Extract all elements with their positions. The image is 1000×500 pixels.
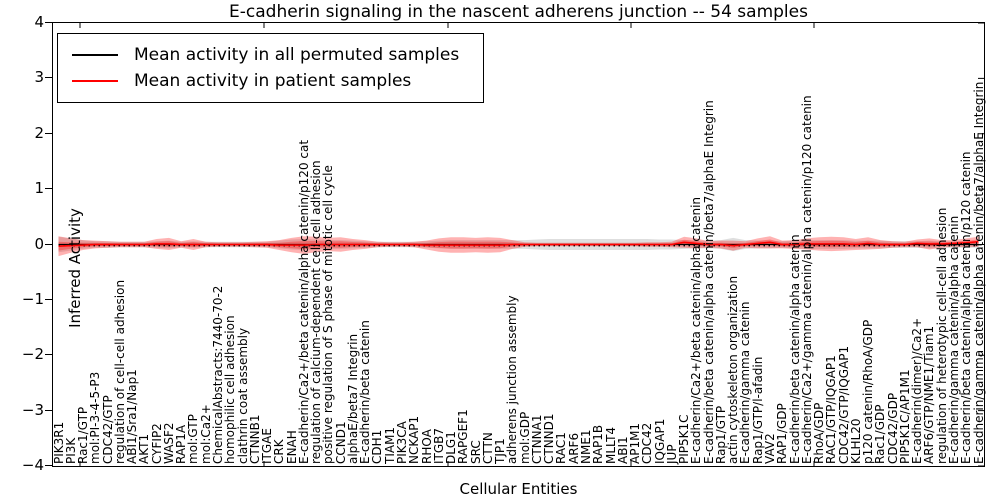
- x-tick-label: homophilic cell adhesion: [223, 315, 238, 464]
- y-tick-label: −2: [21, 345, 44, 364]
- x-tick-label: CDH1: [370, 429, 385, 464]
- patient-line-sample: [72, 80, 118, 82]
- x-tick-label: E-cadherin/gamma catenin/alpha catenin/b…: [971, 81, 986, 464]
- x-tick-label: ABI1: [615, 436, 630, 464]
- legend: Mean activity in all permuted samples Me…: [57, 33, 485, 103]
- y-axis-label: Inferred Activity: [66, 208, 84, 328]
- x-tick-label: RAC1/GTP/IQGAP1: [824, 355, 839, 464]
- x-tick-label: mol:GDP: [517, 411, 532, 464]
- x-tick-label: regulation of heterotypic cell-cell adhe…: [934, 207, 949, 464]
- x-tick-label: clathrin coat assembly: [235, 327, 250, 464]
- x-tick-label: SRC: [468, 440, 483, 464]
- x-tick-label: ITGB7: [431, 427, 446, 464]
- x-tick-label: ARF6/GTP/NME1/Tiam1: [922, 325, 937, 464]
- y-tick-mark: [45, 188, 52, 190]
- y-tick-mark: [45, 132, 52, 134]
- legend-item-permuted: Mean activity in all permuted samples: [72, 42, 459, 68]
- x-tick-label: CDC42/GTP: [100, 395, 115, 464]
- x-tick-label: RHOA: [419, 429, 434, 464]
- y-tick-label: 0: [34, 234, 44, 253]
- x-tick-label: mol:Ca2+: [198, 404, 213, 464]
- x-tick-label: MLLT4: [603, 426, 618, 464]
- x-tick-label: CDC42/GDP: [885, 392, 900, 464]
- x-tick-label: E-cadherin/beta catenin/alpha catenin/p1…: [959, 151, 974, 464]
- x-tick-label: CYFIP2: [149, 423, 164, 464]
- y-tick-label: 4: [34, 13, 44, 31]
- x-tick-label: RAC1: [554, 432, 569, 464]
- x-tick-label: PIK3R1: [51, 421, 66, 464]
- x-tick-label: E-cadherin/gamma catenin: [738, 301, 753, 465]
- legend-item-patient: Mean activity in patient samples: [72, 68, 459, 94]
- y-tick-label: 2: [34, 123, 44, 142]
- x-tick-label: CTNNB1: [247, 414, 262, 464]
- x-tick-label: RAPGEF1: [456, 409, 471, 464]
- x-tick-label: E-cadherin/beta catenin/alpha catenin/be…: [701, 100, 716, 464]
- y-tick-mark: [45, 465, 52, 466]
- chart-canvas: [58, 23, 984, 466]
- x-tick-label: TIAM1: [382, 426, 397, 464]
- x-tick-label: CDC42: [640, 422, 655, 464]
- x-tick-label: ENAH: [284, 430, 299, 464]
- y-tick-label: −1: [21, 289, 44, 308]
- x-tick-label: CRK: [272, 439, 287, 464]
- legend-label: Mean activity in patient samples: [134, 71, 412, 91]
- x-tick-label: adherens junction assembly: [505, 295, 520, 464]
- x-tick-label: RAP1B: [591, 424, 606, 464]
- x-tick-label: NCKAP1: [407, 415, 422, 464]
- x-tick-label: mol:GTP: [186, 414, 201, 464]
- y-tick-mark: [45, 243, 52, 245]
- x-tick-label: Rac1/GDP: [873, 404, 888, 464]
- y-tick-mark: [45, 22, 52, 23]
- x-tick-label: E-cadherin/Ca2+/beta catenin/alpha caten…: [689, 196, 704, 464]
- x-tick-label: CDC42/GTP/IQGAP1: [836, 345, 851, 464]
- patient-mean-line: [58, 240, 979, 247]
- chart-title: E-cadherin signaling in the nascent adhe…: [229, 2, 808, 22]
- y-tick-label: −4: [21, 456, 44, 474]
- x-tick-label: mol:PI-3-4-5-P3: [88, 371, 103, 464]
- x-tick-label: IQGAP1: [652, 418, 667, 464]
- x-tick-label: RAP1/GDP: [775, 403, 790, 464]
- y-tick-label: −3: [21, 400, 44, 419]
- y-tick-mark: [45, 354, 52, 356]
- y-tick-mark: [45, 409, 52, 411]
- y-tick-mark: [45, 298, 52, 300]
- x-tick-label: AKT1: [137, 433, 152, 464]
- x-axis-label: Cellular Entities: [459, 480, 578, 498]
- x-tick-label: PI3K: [63, 437, 78, 464]
- x-tick-label: Rap1/GTP/l-afadin: [750, 356, 765, 464]
- x-tick-label: positive regulation of S phase of mitoti…: [321, 165, 336, 464]
- x-tick-label: ARF6: [566, 432, 581, 464]
- permuted-line-sample: [72, 54, 118, 56]
- x-tick-label: CCND1: [333, 421, 348, 464]
- y-tick-label: 1: [34, 179, 44, 198]
- x-tick-label: E-cadherin/beta catenin/alpha catenin: [787, 234, 802, 464]
- y-tick-mark: [45, 77, 52, 79]
- x-tick-label: E-cadherin/Ca2+/gamma catenin/alpha cate…: [799, 95, 814, 464]
- legend-label: Mean activity in all permuted samples: [134, 45, 460, 65]
- y-tick-label: 3: [34, 68, 44, 87]
